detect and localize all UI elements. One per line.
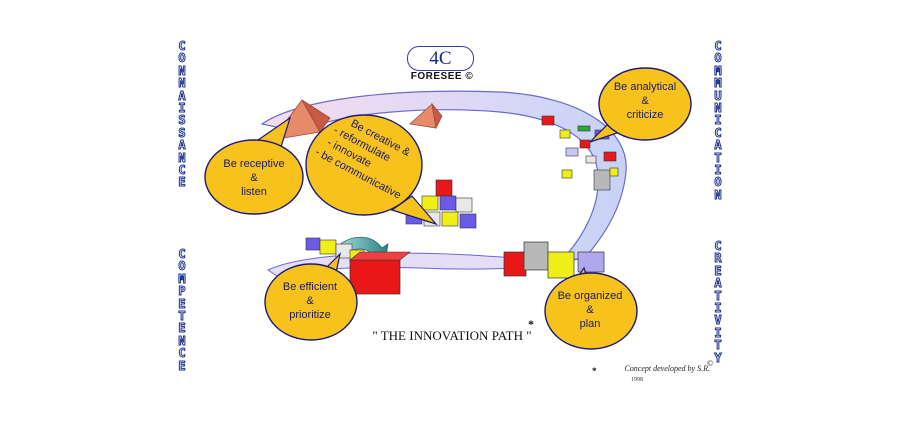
brand-name: FORESEE © bbox=[410, 71, 474, 82]
bubble-receptive bbox=[204, 116, 304, 215]
bubble-efficient bbox=[264, 252, 358, 341]
bubble-creative bbox=[305, 114, 438, 226]
asterisk-concept: * bbox=[592, 366, 597, 376]
bubble-receptive-text: Be receptive & listen bbox=[223, 158, 285, 198]
innovation-path-title: " THE INNOVATION PATH " bbox=[372, 328, 532, 343]
concept-year: 1998 bbox=[631, 377, 643, 383]
cube-cluster-organized bbox=[503, 241, 605, 279]
bubble-organized-text: Be organized & plan bbox=[557, 290, 623, 330]
pyramid-small bbox=[409, 102, 443, 130]
bubble-analytical bbox=[589, 67, 692, 143]
concept-copyright: © bbox=[707, 359, 713, 368]
brand-logo: 4C bbox=[407, 46, 474, 71]
bubble-organized bbox=[544, 266, 638, 350]
asterisk-mark: * bbox=[528, 317, 534, 331]
bubble-efficient-text: Be efficient & prioritize bbox=[282, 281, 338, 321]
bubble-analytical-text: Be analytical & criticize bbox=[613, 81, 677, 121]
concept-credit: Concept developed by S.R. bbox=[624, 364, 710, 373]
cube-cluster-creative bbox=[405, 179, 477, 229]
